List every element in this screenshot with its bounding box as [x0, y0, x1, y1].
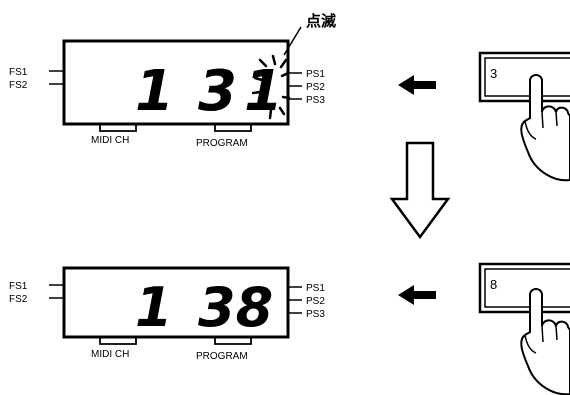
key-8: 8 [480, 264, 570, 312]
midi-channel-digit: 1 [135, 276, 173, 339]
fs2-label: FS2 [9, 294, 28, 305]
ps3-label: PS3 [306, 95, 325, 106]
blink-annotation: 点滅 [306, 12, 336, 30]
ps1-label: PS1 [306, 69, 325, 80]
arrow-left-icon [398, 75, 436, 95]
program-label: PROGRAM [196, 351, 248, 362]
key-3-label: 3 [490, 66, 497, 81]
ps2-label: PS2 [306, 82, 325, 93]
fs2-label: FS2 [9, 80, 28, 91]
midi-channel-digit: 1 [135, 59, 174, 124]
midi-ch-label: MIDI CH [91, 135, 129, 146]
program-digit-blinking: 1 [244, 59, 283, 124]
program-digits: 38 [198, 276, 273, 339]
midi-ch-label: MIDI CH [91, 349, 129, 360]
ps2-label: PS2 [306, 296, 325, 307]
key-8-label: 8 [490, 277, 497, 292]
arrow-down-icon [392, 143, 448, 237]
fs1-label: FS1 [9, 67, 28, 78]
program-digit-steady: 3 [198, 59, 237, 124]
key-3: 3 [480, 53, 570, 101]
fs1-label: FS1 [9, 281, 28, 292]
top-display: FS1 FS2 PS1 PS2 PS3 1 3 1 MIDI CH P [9, 41, 325, 149]
program-label: PROGRAM [196, 138, 248, 149]
ps1-label: PS1 [306, 283, 325, 294]
bottom-display: FS1 FS2 PS1 PS2 PS3 1 38 MIDI CH PROGRAM [9, 268, 325, 362]
arrow-left-icon [398, 285, 436, 305]
ps3-label: PS3 [306, 309, 325, 320]
